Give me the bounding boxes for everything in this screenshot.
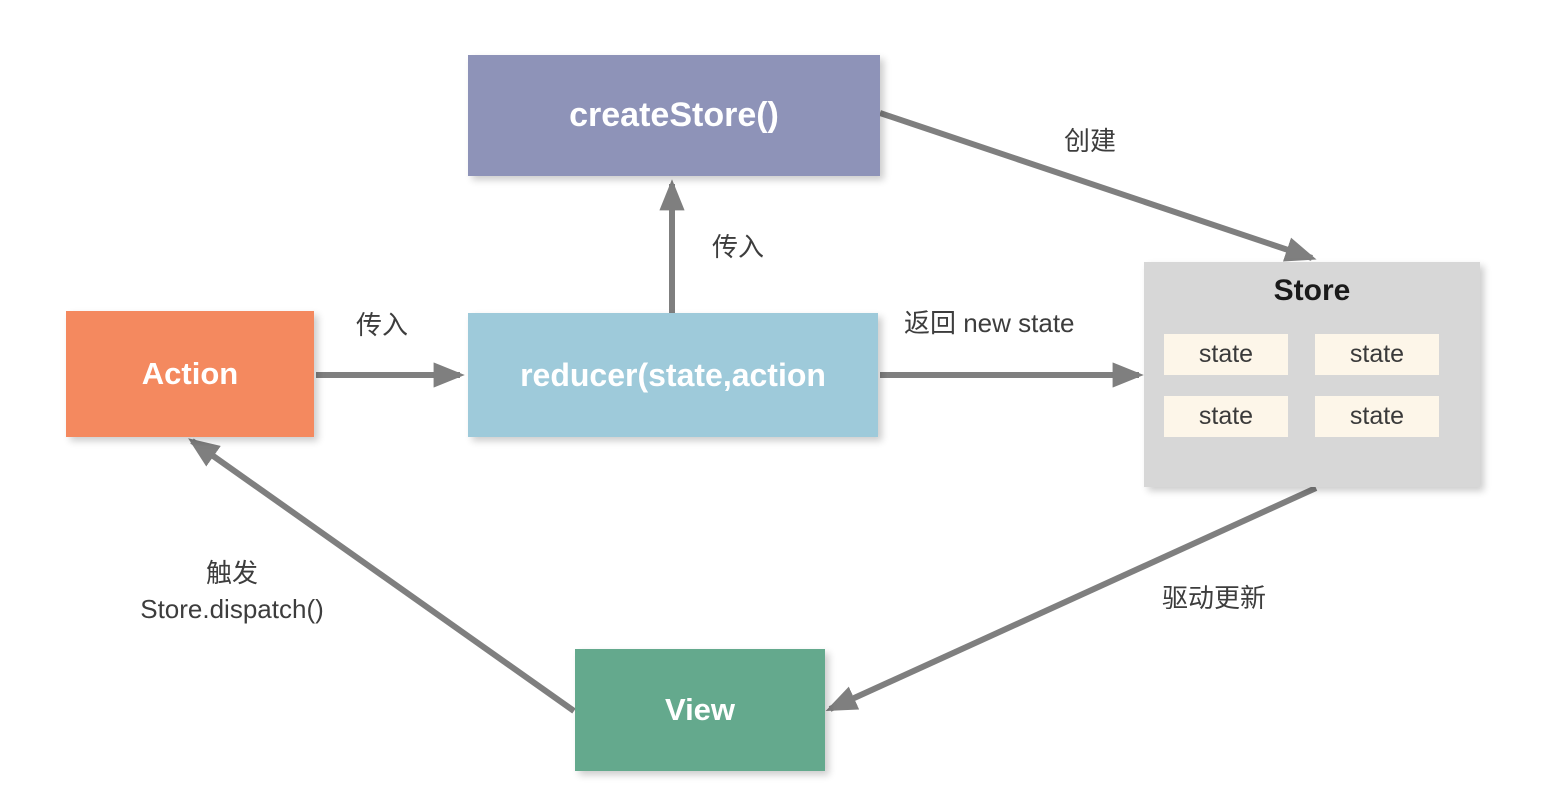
node-view-label: View	[664, 692, 736, 727]
edge-label-reducer-to-store: 返回 new state	[904, 308, 1075, 338]
edge-label-action-to-reducer: 传入	[356, 310, 409, 340]
store-title: Store	[1273, 274, 1351, 307]
node-store[interactable]: Store state state state state	[1144, 262, 1480, 487]
edge-label-reducer-to-create-store: 传入	[712, 232, 765, 262]
state-chip: state	[1164, 396, 1288, 437]
node-reducer-label: reducer(state,action	[520, 356, 826, 393]
store-state-grid: state state state state	[1164, 334, 1460, 437]
state-chip: state	[1315, 334, 1439, 375]
node-view[interactable]: View	[575, 649, 825, 771]
node-create-store[interactable]: createStore()	[468, 55, 880, 176]
node-reducer[interactable]: reducer(state,action	[468, 313, 878, 437]
edge-label-view-to-action: 触发 Store.dispatch()	[113, 556, 351, 628]
edge-label-store-to-view: 驱动更新	[1162, 583, 1267, 613]
edge-label-create-store-to-store: 创建	[1064, 126, 1117, 156]
state-chip: state	[1164, 334, 1288, 375]
node-action-label: Action	[141, 356, 239, 391]
edge-label-view-to-action-line1: 触发	[205, 558, 258, 588]
node-create-store-label: createStore()	[569, 96, 779, 134]
state-chip: state	[1315, 396, 1439, 437]
edge-label-view-to-action-line2: Store.dispatch()	[140, 593, 324, 624]
node-action[interactable]: Action	[66, 311, 314, 437]
